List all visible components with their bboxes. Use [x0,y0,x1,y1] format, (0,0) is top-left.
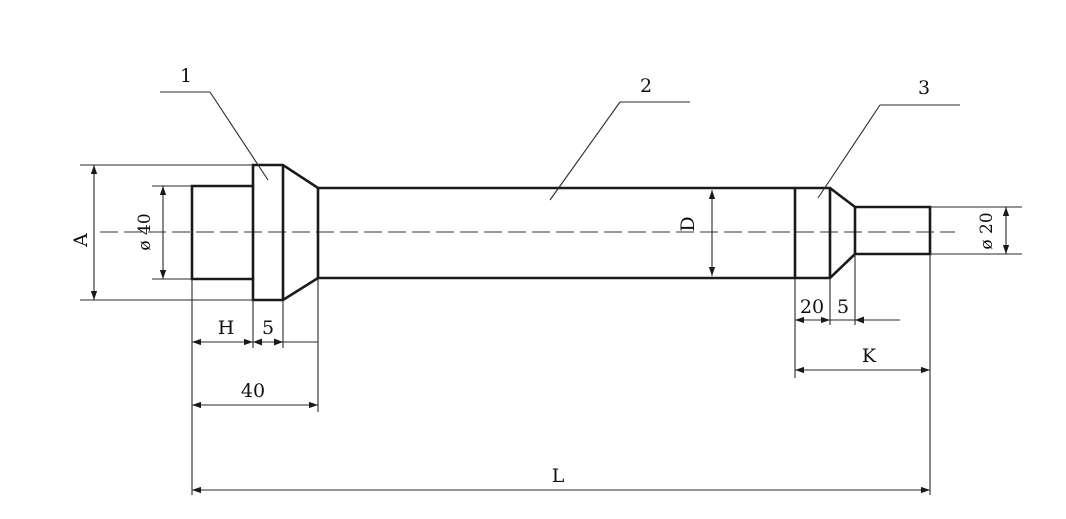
dimension-a [80,164,253,301]
shaft-outline [190,163,932,302]
label-a: A [70,233,92,248]
label-40: 40 [241,380,265,402]
label-5-left: 5 [262,317,274,339]
label-l: L [552,465,565,487]
dimension-20-5-row [795,316,900,324]
label-h: H [218,317,235,339]
label-dia20: ø 20 [977,212,997,249]
part-number-2: 2 [640,75,652,97]
label-k: K [862,345,877,367]
label-d: D [677,216,699,231]
leader-lines [160,91,960,201]
label-5-right: 5 [837,296,849,318]
label-20: 20 [800,296,824,318]
label-dia40: ø 40 [135,213,155,250]
part-number-3: 3 [918,77,930,99]
part-number-1: 1 [180,65,192,87]
extension-lines [191,254,931,495]
dimension-dia40 [152,185,192,280]
dimension-h-row [192,338,318,346]
dimension-dia20 [930,206,1022,255]
